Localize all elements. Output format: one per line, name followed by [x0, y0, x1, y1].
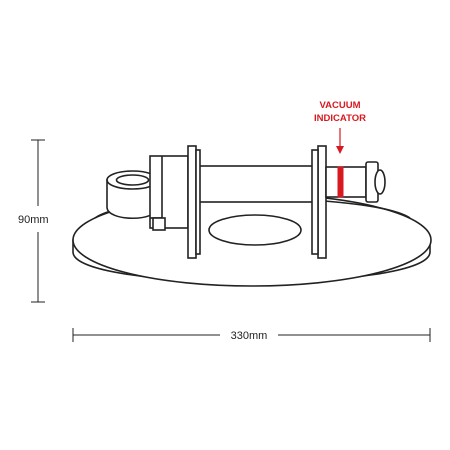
width-dimension — [72, 328, 431, 342]
vacuum-indicator-band — [337, 166, 344, 198]
width-dimension-label: 330mm — [231, 330, 268, 342]
handle-assembly — [106, 145, 386, 259]
callout-line-2: INDICATOR — [314, 113, 366, 124]
pump-barrel — [195, 165, 319, 203]
plunger-knob — [374, 169, 386, 195]
vacuum-indicator-callout: VACUUM INDICATOR — [314, 100, 366, 154]
plunger-rod — [325, 166, 367, 198]
right-plate-side — [311, 149, 319, 255]
height-dimension-label: 90mm — [18, 214, 49, 226]
center-hole — [208, 214, 302, 246]
right-plate — [317, 145, 327, 259]
left-plate-side — [195, 149, 201, 255]
height-dimension — [31, 139, 45, 303]
callout-line-1: VACUUM — [320, 100, 361, 111]
callout-arrow-head — [336, 146, 344, 154]
bracket-foot — [152, 217, 166, 231]
left-plate — [187, 145, 197, 259]
ring-clamp-opening — [115, 174, 150, 186]
